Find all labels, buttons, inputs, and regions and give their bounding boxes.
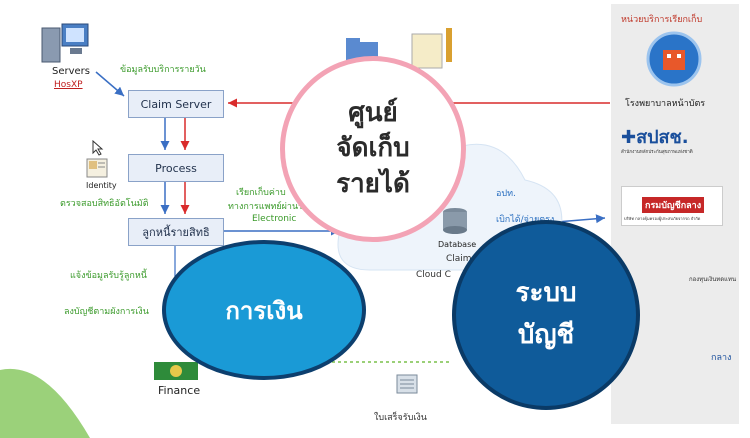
receipt-icon	[396, 374, 418, 394]
central-sub: บริษัท กลางคุ้มครองผู้ประสบภัยจากรถ จำกั…	[624, 216, 701, 221]
receipt-label: ใบเสร็จรับเงิน	[374, 413, 427, 423]
finance-icon	[154, 362, 198, 380]
central-logo: กรมบัญชีกลาง	[642, 197, 705, 213]
debtor-box: ลูกหนี้รายสิทธิ	[128, 218, 224, 246]
identity-label: Identity	[86, 181, 117, 190]
nhso-icon: ✚	[621, 127, 637, 148]
finance-bubble-label: การเงิน	[225, 296, 303, 325]
identity-card-icon	[86, 158, 108, 178]
claim-label: Claim	[446, 254, 472, 264]
pay-label: เบิกได้/จ่ายตรง	[496, 215, 555, 225]
central2-label: กลาง	[711, 353, 732, 363]
central-logo-box: กรมบัญชีกลาง บริษัท กลางคุ้มครองผู้ประสบ…	[621, 186, 723, 226]
document-icon	[411, 28, 452, 69]
mouse-cursor-icon	[92, 140, 104, 156]
electronic-label: Electronic	[252, 214, 297, 224]
server-icon	[41, 23, 89, 63]
notify-debt-label: แจ้งข้อมูลรับรู้ลูกหนี้	[70, 271, 147, 281]
accounting-bubble: ระบบ บัญชี	[452, 220, 640, 410]
revenue-center-line2: จัดเก็บ	[336, 133, 410, 164]
revenue-center-line3: รายได้	[336, 168, 410, 199]
cloud-label: Cloud C	[416, 270, 451, 280]
panel-title: หน่วยบริการเรียกเก็บ	[621, 15, 703, 25]
service-units-panel: หน่วยบริการเรียกเก็บ โรงพยาบาลหน้าบัตร ✚…	[611, 4, 739, 424]
hosxp-label: HosXP	[54, 80, 83, 90]
revenue-center-bubble: ศูนย์ จัดเก็บ รายได้	[280, 56, 466, 242]
finance-bubble: การเงิน	[162, 240, 366, 380]
claim-fee-label: เรียกเก็บค่าบ	[236, 188, 286, 198]
revenue-center-line1: ศูนย์	[348, 98, 398, 129]
claim-server-box: Claim Server	[128, 90, 224, 118]
nhso-logo-text: สปสช.	[636, 127, 689, 148]
post-account-label: ลงบัญชีตามผังการเงิน	[64, 307, 149, 317]
process-box: Process	[128, 154, 224, 182]
nhso-sub: สำนักงานหลักประกันสุขภาพแห่งชาติ	[621, 150, 693, 155]
hospital-label: โรงพยาบาลหน้าบัตร	[625, 99, 706, 109]
database-icon	[443, 208, 467, 234]
daily-service-label: ข้อมูลรับบริการรายวัน	[120, 65, 206, 75]
servers-label: Servers	[52, 66, 91, 77]
accounting-line1: ระบบ	[515, 278, 577, 309]
green-corner-decoration	[0, 368, 90, 438]
insurance-label: กองทุนเงินทดแทน	[689, 276, 737, 283]
hospital-icon	[646, 31, 702, 87]
check-rights-label: ตรวจสอบสิทธิอัตโนมัติ	[60, 199, 149, 209]
opd-label: อปท.	[496, 189, 516, 199]
finance-label: Finance	[158, 384, 201, 397]
medical-label: ทางการแพทย์ผ่านระ	[228, 202, 308, 212]
accounting-line2: บัญชี	[517, 320, 575, 350]
nhso-logo: ✚สปสช.	[621, 122, 689, 151]
database-label: Database	[438, 240, 477, 249]
